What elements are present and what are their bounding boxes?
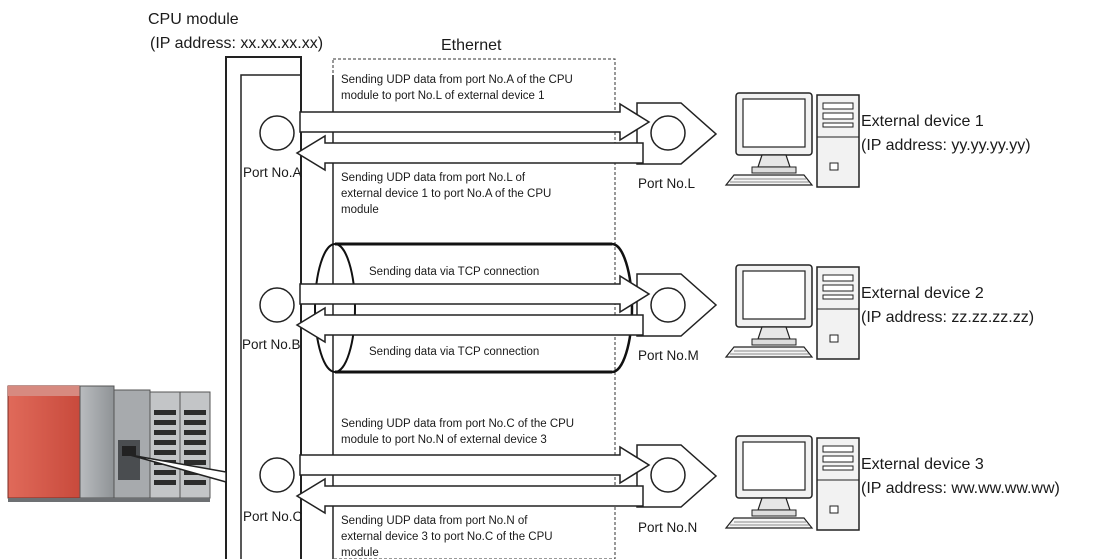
ethernet-region — [332, 58, 616, 559]
cpu-title: CPU module — [148, 11, 239, 28]
msg-tcp-b-to-m: Sending data via TCP connection — [369, 266, 539, 278]
device-port-n-label: Port No.N — [638, 520, 697, 535]
msg-udp-l-to-a-line2: external device 1 to port No.A of the CP… — [341, 188, 551, 200]
device-port-l-bubble — [636, 102, 718, 165]
msg-udp-n-to-c-line2: external device 3 to port No.C of the CP… — [341, 531, 553, 543]
arrow-tcp-m-to-b — [295, 306, 644, 344]
arrow-tcp-b-to-m — [299, 274, 651, 314]
device-port-n-bubble — [636, 444, 718, 508]
computer-icon — [724, 435, 860, 531]
cpu-port-a-icon — [259, 115, 295, 151]
device-port-m-label: Port No.M — [638, 348, 699, 363]
arrow-udp-c-to-n — [299, 445, 651, 485]
device-3-ip: (IP address: ww.ww.ww.ww) — [861, 480, 1060, 497]
arrow-udp-n-to-c — [295, 477, 644, 515]
device-2-name: External device 2 — [861, 285, 984, 302]
arrow-udp-l-to-a — [295, 134, 644, 172]
cpu-port-a-label: Port No.A — [243, 165, 302, 180]
device-2-ip: (IP address: zz.zz.zz.zz) — [861, 309, 1034, 326]
msg-udp-l-to-a-line3: module — [341, 204, 379, 216]
device-port-n-icon — [650, 457, 686, 493]
computer-icon — [724, 92, 860, 188]
msg-udp-n-to-c-line1: Sending UDP data from port No.N of — [341, 515, 528, 527]
cpu-port-b-icon — [259, 287, 295, 323]
cpu-ip: (IP address: xx.xx.xx.xx) — [150, 35, 323, 52]
zoom-callout — [129, 454, 227, 483]
device-port-m-bubble — [636, 273, 718, 337]
msg-udp-c-to-n-line1: Sending UDP data from port No.C of the C… — [341, 418, 574, 430]
msg-udp-c-to-n-line2: module to port No.N of external device 3 — [341, 434, 547, 446]
device-3-name: External device 3 — [861, 456, 984, 473]
computer-icon — [724, 264, 860, 360]
device-1-name: External device 1 — [861, 113, 984, 130]
msg-tcp-m-to-b: Sending data via TCP connection — [369, 346, 539, 358]
cpu-port-c-label: Port No.C — [243, 509, 303, 524]
arrow-udp-a-to-l — [299, 102, 651, 142]
msg-udp-l-to-a-line1: Sending UDP data from port No.L of — [341, 172, 526, 184]
device-port-m-icon — [650, 287, 686, 323]
msg-udp-n-to-c-line3: module — [341, 547, 379, 559]
tcp-connection-pipe — [314, 242, 634, 374]
device-port-l-label: Port No.L — [638, 176, 696, 191]
cpu-port-c-icon — [259, 457, 295, 493]
device-1-ip: (IP address: yy.yy.yy.yy) — [861, 137, 1031, 154]
msg-udp-a-to-l-line1: Sending UDP data from port No.A of the C… — [341, 74, 573, 86]
msg-udp-a-to-l-line2: module to port No.L of external device 1 — [341, 90, 545, 102]
cpu-port-b-label: Port No.B — [242, 337, 301, 352]
plc-hardware-illustration — [7, 385, 211, 502]
ethernet-label: Ethernet — [441, 37, 502, 54]
device-port-l-icon — [650, 115, 686, 151]
